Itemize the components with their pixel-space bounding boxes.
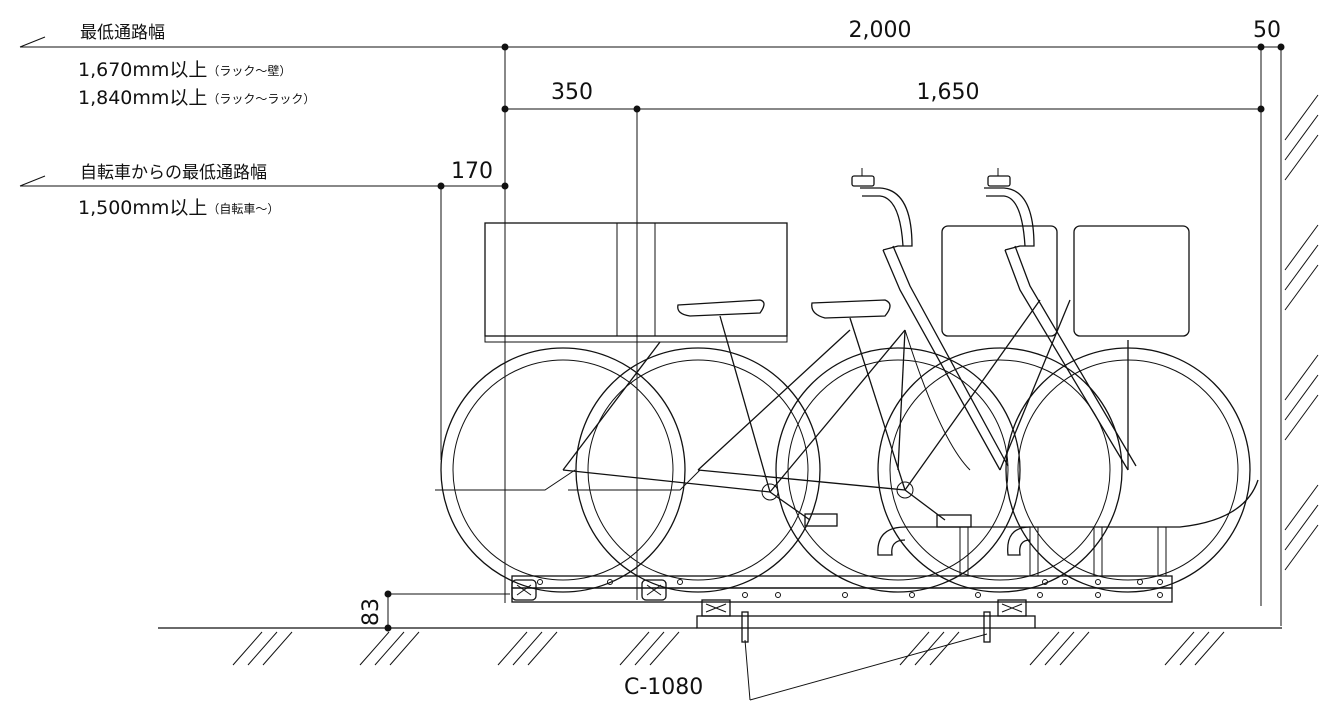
leader-tick [19, 175, 46, 187]
stand-rail [1002, 479, 1259, 528]
support-bracket-left [701, 599, 749, 643]
dim-dot [384, 590, 392, 598]
base-plate [696, 615, 1036, 629]
ground-hatch [232, 631, 1225, 666]
bike-aisle-title: 自転車からの最低通路幅 [80, 163, 267, 183]
bike-aisle-line: 1,500mm以上（自転車～） [78, 197, 279, 219]
front-fork [882, 249, 1001, 471]
caster-mid [641, 579, 667, 601]
handlebar-inner [986, 195, 1026, 247]
min-aisle-line1-paren: （ラック～壁） [207, 63, 291, 78]
dim-50-label: 50 [1253, 18, 1281, 43]
stand-posts [959, 527, 1167, 576]
rear-box-basket [484, 222, 788, 337]
ground [158, 94, 1319, 666]
bike-aisle-line-paren: （自転車～） [207, 202, 279, 216]
bicycle-3 [984, 168, 1251, 593]
front-fork [1004, 249, 1129, 471]
min-aisle-line2: 1,840mm以上（ラック～ラック） [78, 87, 315, 109]
front-basket [941, 225, 1058, 337]
dim-83-label: 83 [359, 598, 384, 626]
model-label: C-1080 [624, 675, 703, 700]
bicycle-2 [575, 168, 1123, 593]
stand-hook [877, 526, 906, 556]
dimension-lines: 2,000 50 350 1,650 170 83 [359, 18, 1285, 632]
min-aisle-line2-main: 1,840mm以上 [78, 87, 207, 109]
min-aisle-annotation: 最低通路幅 1,670mm以上（ラック～壁） 1,840mm以上（ラック～ラック… [19, 23, 505, 109]
saddle [677, 299, 765, 317]
dim-2000-label: 2,000 [849, 18, 912, 43]
handlebar [860, 187, 913, 251]
min-aisle-line2-paren: （ラック～ラック） [207, 92, 315, 106]
dim-170-label: 170 [451, 159, 493, 184]
bell [987, 175, 1011, 187]
saddle [811, 299, 891, 319]
bike-aisle-line-main: 1,500mm以上 [78, 197, 207, 219]
bike-aisle-annotation: 自転車からの最低通路幅 1,500mm以上（自転車～） [19, 163, 505, 219]
handlebar-inner [862, 195, 904, 247]
front-fork-inner [1014, 245, 1137, 467]
support-bracket-right [983, 599, 1027, 643]
bell [851, 175, 875, 187]
handlebar [984, 187, 1035, 251]
model-callout: C-1080 [624, 633, 988, 701]
dim-1650-label: 1,650 [917, 80, 980, 105]
rack-base [511, 479, 1259, 643]
min-aisle-title: 最低通路幅 [80, 23, 165, 43]
leader-tick [19, 36, 46, 48]
min-aisle-line1: 1,670mm以上（ラック～壁） [78, 59, 291, 81]
front-basket [1073, 225, 1190, 337]
min-aisle-line1-main: 1,670mm以上 [78, 59, 207, 81]
front-fork-inner [892, 245, 1009, 467]
dim-350-label: 350 [551, 80, 593, 105]
wall-hatch [1284, 94, 1319, 571]
stand-hook [1007, 526, 1031, 556]
bicycle-1 [435, 222, 1021, 593]
